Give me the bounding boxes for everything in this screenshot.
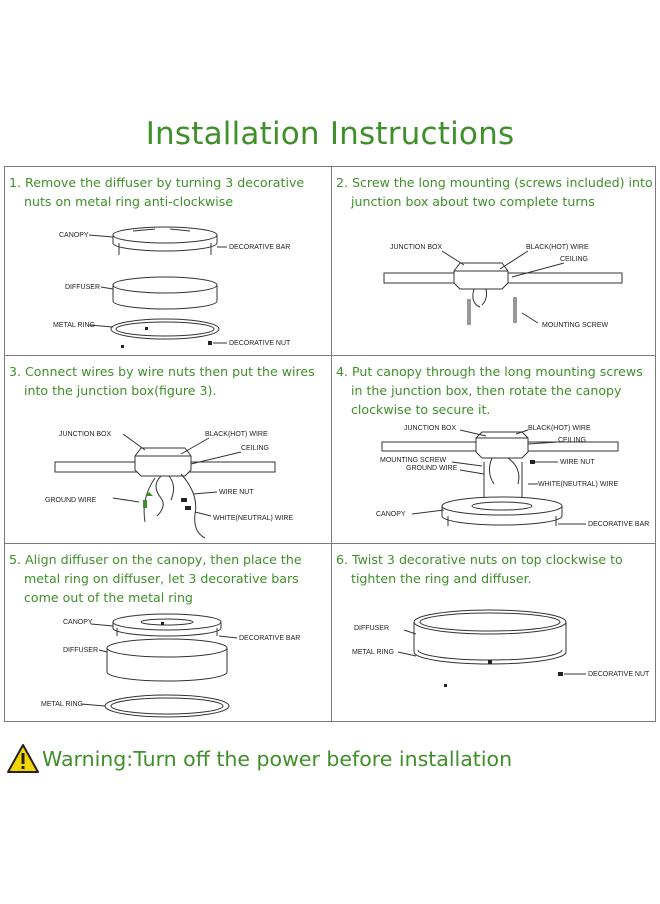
label-decorative-nut: DECORATIVE NUT: [588, 671, 650, 678]
label-ceiling: CEILING: [560, 256, 588, 263]
label-diffuser: DIFFUSER: [63, 647, 98, 654]
instructions-grid: 1. Remove the diffuser by turning 3 deco…: [4, 166, 656, 722]
step-3-panel: 3. Connect wires by wire nuts then put t…: [5, 356, 330, 546]
step-5-text: 5. Align diffuser on the canopy, then pl…: [9, 552, 302, 605]
step-1-text: 1. Remove the diffuser by turning 3 deco…: [9, 175, 305, 209]
label-canopy: CANOPY: [63, 619, 93, 626]
warning-text: Warning:Turn off the power before instal…: [42, 747, 513, 771]
label-mounting-screw: MOUNTING SCREW: [380, 457, 447, 464]
step-2-diagram: JUNCTION BOX BLACK(HOT) WIRE CEILING MOU…: [383, 244, 623, 329]
step-5-diagram: CANOPY DECORATIVE BAR DIFFUSER METAL RIN…: [41, 613, 300, 718]
label-canopy: CANOPY: [376, 511, 406, 518]
label-junction-box: JUNCTION BOX: [404, 425, 456, 432]
step-1-panel: 1. Remove the diffuser by turning 3 deco…: [5, 167, 330, 357]
label-diffuser: DIFFUSER: [354, 625, 389, 632]
label-diffuser: DIFFUSER: [65, 284, 100, 291]
label-ground-wire: GROUND WIRE: [406, 465, 458, 472]
label-metal-ring: METAL RING: [352, 649, 394, 656]
label-black-hot-wire: BLACK(HOT) WIRE: [526, 244, 589, 251]
label-metal-ring: METAL RING: [41, 701, 83, 708]
page-title: Installation Instructions: [145, 116, 515, 152]
label-metal-ring: METAL RING: [53, 322, 95, 329]
label-mounting-screw: MOUNTING SCREW: [542, 322, 609, 329]
step-2-text: 2. Screw the long mounting (screws inclu…: [336, 175, 653, 209]
label-junction-box: JUNCTION BOX: [59, 431, 111, 438]
label-ceiling: CEILING: [558, 437, 586, 444]
label-black-hot-wire: BLACK(HOT) WIRE: [205, 431, 268, 438]
step-3-text: 3. Connect wires by wire nuts then put t…: [9, 364, 315, 398]
label-white-neutral-wire: WHITE(NEUTRAL) WIRE: [538, 481, 618, 488]
warning-triangle-icon: [7, 744, 39, 773]
step-6-text: 6. Twist 3 decorative nuts on top clockw…: [336, 552, 623, 586]
step-3-diagram: JUNCTION BOX BLACK(HOT) WIRE CEILING WIR…: [45, 431, 293, 539]
step-6-panel: 6. Twist 3 decorative nuts on top clockw…: [332, 544, 657, 734]
label-black-hot-wire: BLACK(HOT) WIRE: [528, 425, 591, 432]
label-decorative-bar: DECORATIVE BAR: [588, 521, 649, 528]
label-ceiling: CEILING: [241, 445, 269, 452]
step-5-panel: 5. Align diffuser on the canopy, then pl…: [5, 544, 330, 734]
grid-divider-vertical: [331, 167, 332, 721]
label-junction-box: JUNCTION BOX: [390, 244, 442, 251]
step-6-diagram: DIFFUSER METAL RING DECORATIVE NUT: [352, 609, 650, 687]
label-decorative-bar: DECORATIVE BAR: [229, 244, 290, 251]
grid-divider-row-2: [5, 543, 655, 544]
label-decorative-bar: DECORATIVE BAR: [239, 635, 300, 642]
label-ground-wire: GROUND WIRE: [45, 497, 97, 504]
step-4-diagram: JUNCTION BOX BLACK(HOT) WIRE CEILING MOU…: [376, 425, 649, 528]
step-1-diagram: CANOPY DECORATIVE BAR DIFFUSER METAL RIN…: [53, 226, 291, 348]
step-4-panel: 4. Put canopy through the long mounting …: [332, 356, 657, 546]
label-decorative-nut: DECORATIVE NUT: [229, 340, 291, 347]
grid-divider-row-1: [5, 355, 655, 356]
label-wire-nut: WIRE NUT: [560, 459, 595, 466]
label-wire-nut: WIRE NUT: [219, 489, 254, 496]
warning-banner: Warning:Turn off the power before instal…: [6, 742, 656, 776]
step-2-panel: 2. Screw the long mounting (screws inclu…: [332, 167, 657, 357]
label-canopy: CANOPY: [59, 232, 89, 239]
label-white-neutral-wire: WHITE(NEUTRAL) WIRE: [213, 515, 293, 522]
step-4-text: 4. Put canopy through the long mounting …: [336, 364, 643, 417]
